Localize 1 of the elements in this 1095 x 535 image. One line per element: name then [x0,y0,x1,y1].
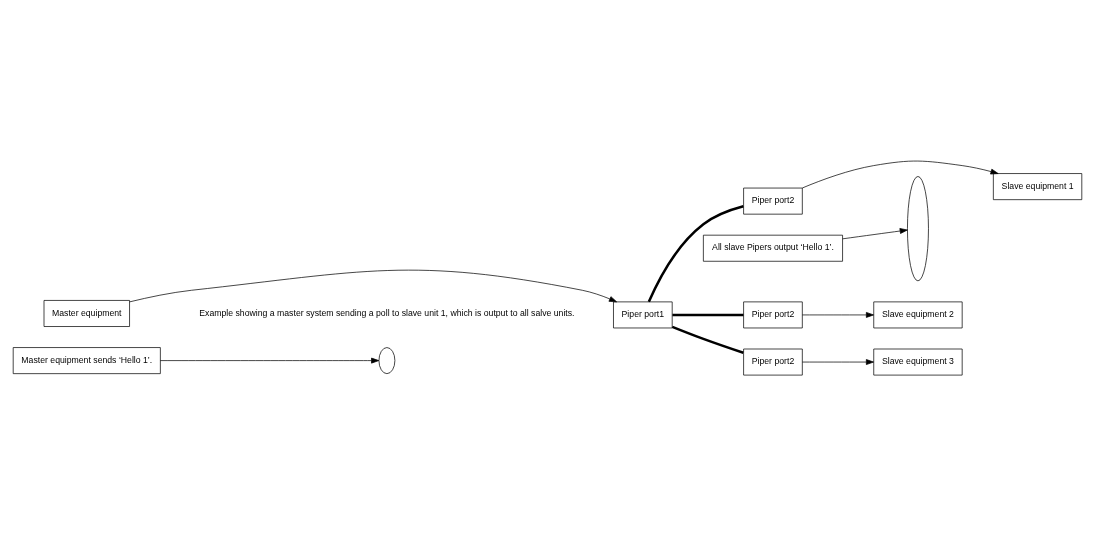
label: Example showing a master system sending a poll to slave unit 1, which is output to all salve units. [199,307,575,318]
